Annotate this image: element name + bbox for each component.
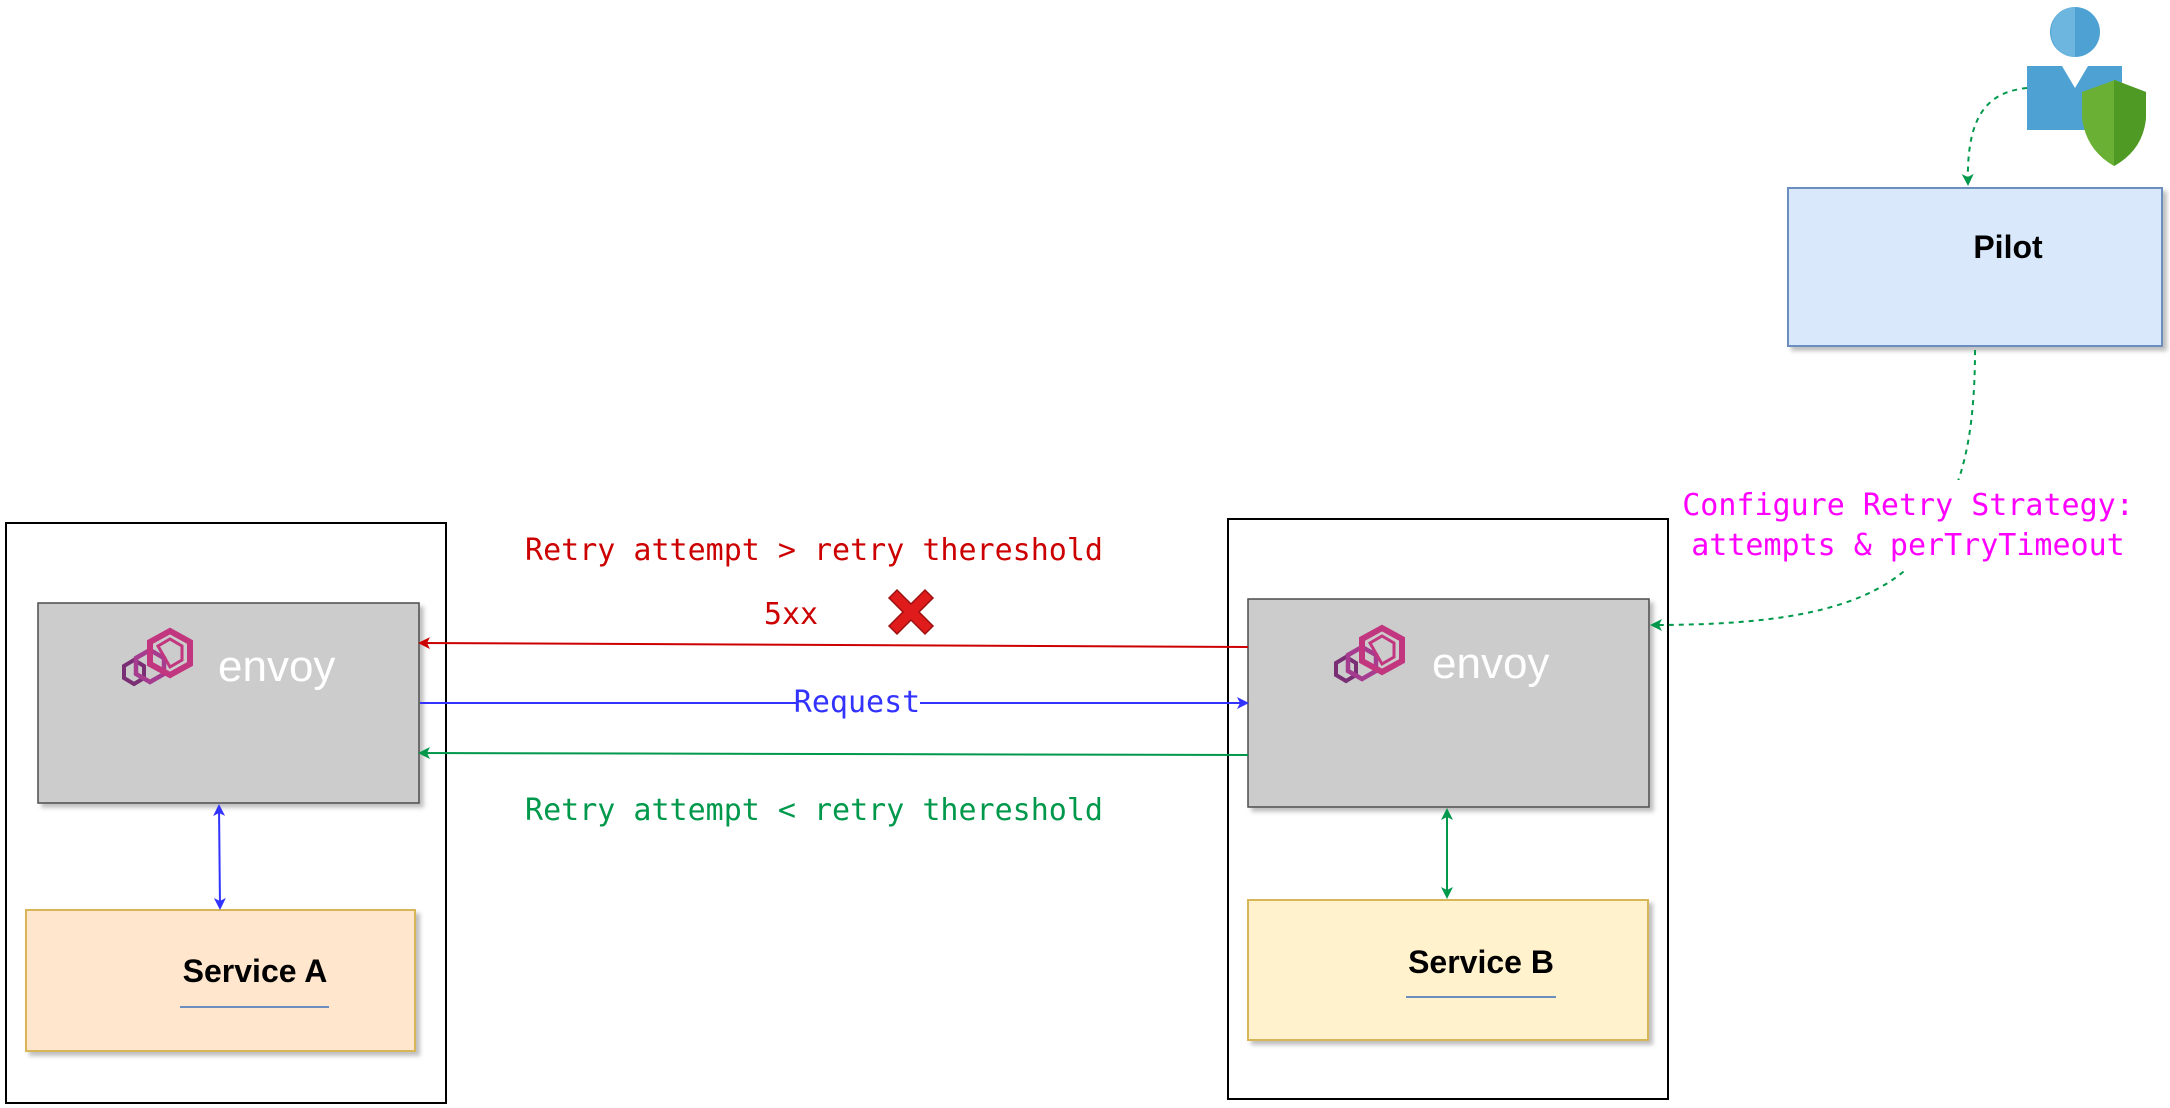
- envoy-a-logo-text: envoy: [218, 642, 335, 691]
- envoy-b-box[interactable]: envoy: [1247, 598, 1650, 808]
- config-label-bg: [1688, 480, 2128, 570]
- retry-fail-arrow: [418, 637, 1249, 650]
- envoy-logo-icon: [122, 627, 193, 687]
- envoy-logo-icon: [1334, 624, 1405, 684]
- config-label-line2: attempts & perTryTimeout: [1691, 528, 2124, 563]
- envoy-a-box[interactable]: envoy: [37, 602, 420, 804]
- config-label-line1: Configure Retry Strategy:: [1682, 488, 2134, 523]
- envoy-a-service-a-link: [213, 804, 226, 910]
- retry-fail-label: Retry attempt > retry thereshold: [525, 533, 1103, 568]
- pilot-label: Pilot: [1973, 229, 2043, 265]
- pilot-box[interactable]: Pilot: [1787, 187, 2163, 347]
- service-b-label: Service B: [1408, 944, 1554, 980]
- request-label: Request: [794, 685, 920, 720]
- user-shield-icon: [2027, 7, 2146, 166]
- retry-ok-arrow: [418, 747, 1249, 760]
- service-a-label: Service A: [183, 953, 328, 989]
- admin-pilot-link: [1961, 87, 2028, 186]
- envoy-b-logo-text: envoy: [1432, 639, 1549, 688]
- retry-ok-label: Retry attempt < retry thereshold: [525, 793, 1103, 828]
- retry-fail-code: 5xx: [764, 597, 818, 632]
- service-a-box[interactable]: Service A: [25, 909, 416, 1052]
- request-label-bg: [796, 684, 920, 720]
- service-b-box[interactable]: Service B: [1247, 899, 1649, 1041]
- error-x-icon: [887, 588, 935, 636]
